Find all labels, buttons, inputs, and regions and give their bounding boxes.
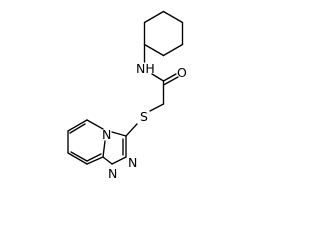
atom-label-n2: N [128, 155, 137, 170]
atom-labels: NH O S N N N [102, 61, 187, 181]
atom-label-s: S [140, 109, 148, 124]
bond-nh-co [151, 73, 165, 82]
atom-label-n4: N [102, 127, 111, 142]
molecule-canvas: NH O S N N N [67, 10, 187, 181]
bond-cy-1 [162, 10, 184, 24]
bond-s-c3 [125, 123, 138, 137]
molecule-structure: NH O S N N N [67, 10, 187, 181]
bond-ch2-s [149, 103, 165, 112]
bond-cy-4 [143, 43, 165, 57]
atom-label-n1: N [108, 166, 117, 181]
bond-cy-6 [143, 10, 165, 24]
atom-label-o: O [177, 65, 187, 80]
atom-label-nh: NH [136, 61, 155, 76]
bond-cy-3 [162, 43, 184, 57]
carbonyl-double-bond [162, 73, 179, 86]
cyclohexane-ring [143, 10, 184, 57]
triazolopyridine-ring [67, 119, 127, 165]
